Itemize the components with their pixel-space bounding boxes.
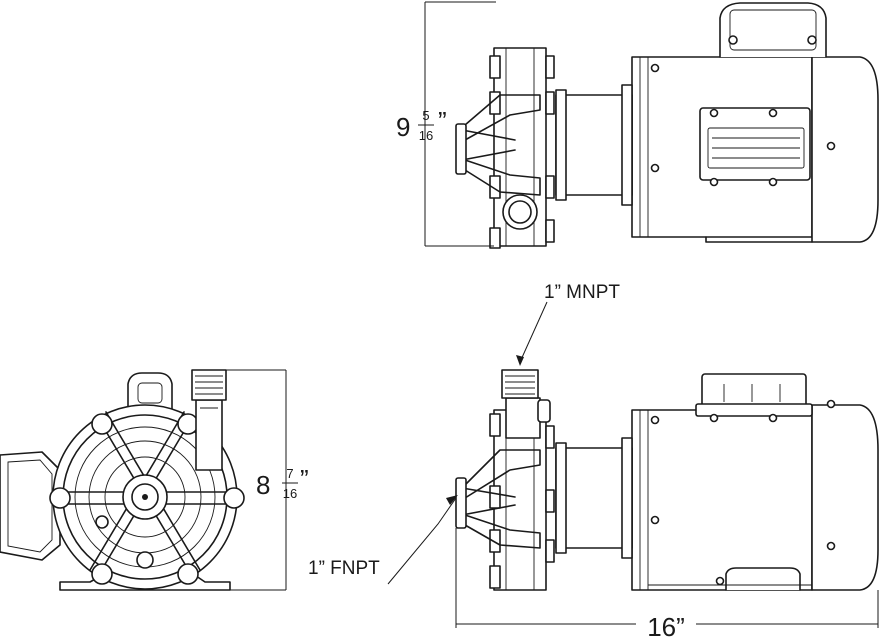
top-terminal-box	[719, 2, 827, 58]
top-motor-endcap	[811, 56, 879, 243]
side-view	[455, 369, 879, 628]
side-adapter	[555, 447, 633, 549]
top-height-denominator: 16	[419, 128, 433, 143]
overall-length-label: 16”	[647, 612, 685, 638]
end-view-discharge-threads	[191, 369, 227, 401]
top-height-whole: 9	[396, 112, 410, 142]
side-motor-endcap	[811, 404, 879, 591]
side-discharge-threads	[501, 369, 539, 399]
outlet-callout-label: 1” MNPT	[544, 282, 620, 303]
end-view	[0, 369, 287, 591]
mnpt-leader	[519, 301, 548, 363]
side-height-inch-mark: ”	[300, 464, 309, 494]
side-motor-foot	[725, 567, 801, 591]
side-height-whole: 8	[256, 470, 270, 500]
top-height-inch-mark: ”	[438, 106, 447, 136]
side-height-numerator: 7	[286, 466, 293, 481]
dim-top-height: 9 5 16 ”	[396, 106, 447, 143]
end-view-bolt	[91, 563, 113, 585]
end-view-bolt	[49, 487, 71, 509]
end-view-bolt	[177, 413, 199, 435]
end-view-terminal-box	[0, 451, 61, 561]
side-inlet-nozzle	[455, 477, 467, 529]
side-motor-body	[631, 409, 813, 591]
end-view-discharge	[195, 399, 223, 471]
top-nameplate	[699, 107, 811, 181]
fnpt-leader	[387, 497, 457, 585]
end-view-bolt	[91, 413, 113, 435]
top-adapter	[555, 94, 633, 196]
end-view-bolt	[177, 563, 199, 585]
side-discharge	[505, 397, 541, 439]
side-height-denominator: 16	[283, 486, 297, 501]
top-height-numerator: 5	[422, 108, 429, 123]
callout-leaders	[387, 301, 548, 585]
dim-side-height: 8 7 16 ”	[256, 464, 309, 501]
top-outlet-port	[502, 194, 538, 230]
end-view-bolt	[223, 487, 245, 509]
top-inlet-nozzle	[455, 123, 467, 175]
top-view	[424, 1, 879, 249]
inlet-callout-label: 1” FNPT	[308, 558, 380, 579]
